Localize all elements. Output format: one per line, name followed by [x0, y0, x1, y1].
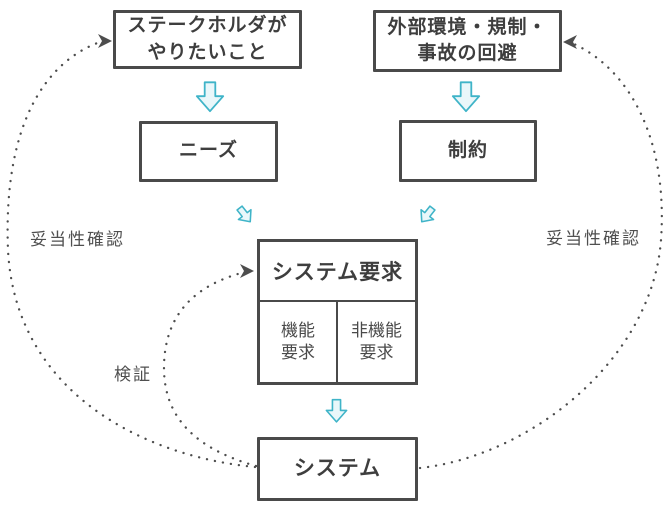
block-arrow-down-right-icon	[236, 205, 252, 223]
validation-arrow-right-head-icon	[563, 35, 577, 49]
node-external-environment: 外部環境・規制・ 事故の回避	[373, 10, 562, 72]
node-constraints: 制約	[399, 120, 537, 182]
validation-arrow-left-head-icon	[98, 34, 112, 48]
cell-label-line: 機能	[281, 320, 315, 340]
functional-requirements-cell: 機能 要求	[260, 302, 338, 382]
verification-arrow-head-icon	[240, 264, 254, 278]
validation-label-left: 妥当性確認	[28, 225, 127, 250]
block-arrow-down-icon	[325, 398, 348, 423]
node-label-line: 事故の回避	[417, 43, 518, 64]
block-arrow-down-icon	[451, 81, 481, 113]
cell-label-line: 要求	[359, 343, 394, 362]
node-system: システム	[257, 437, 418, 501]
node-needs: ニーズ	[139, 121, 278, 182]
system-requirements-cells: 機能 要求 非機能 要求	[260, 302, 415, 382]
cell-label-line: 非機能	[351, 320, 402, 340]
block-arrow-down-left-icon	[420, 205, 436, 223]
system-requirements-title: システム要求	[260, 242, 415, 302]
node-label-line: 外部環境・規制・	[387, 16, 548, 38]
node-label: 制約	[447, 139, 488, 161]
non-functional-requirements-cell: 非機能 要求	[338, 302, 415, 382]
node-label: ニーズ	[178, 140, 239, 162]
verification-arrow-curve	[162, 270, 258, 468]
validation-label-right: 妥当性確認	[544, 224, 643, 249]
verification-label: 検証	[112, 360, 154, 385]
node-label: システム	[293, 457, 382, 481]
node-label-line: やりたいこと	[147, 41, 268, 63]
block-arrow-down-icon	[195, 81, 225, 113]
cell-label-line: 要求	[281, 343, 315, 362]
node-label-line: ステークホルダが	[127, 15, 288, 37]
node-system-requirements: システム要求 機能 要求 非機能 要求	[257, 239, 418, 385]
node-stakeholder-wants: ステークホルダが やりたいこと	[113, 10, 302, 69]
